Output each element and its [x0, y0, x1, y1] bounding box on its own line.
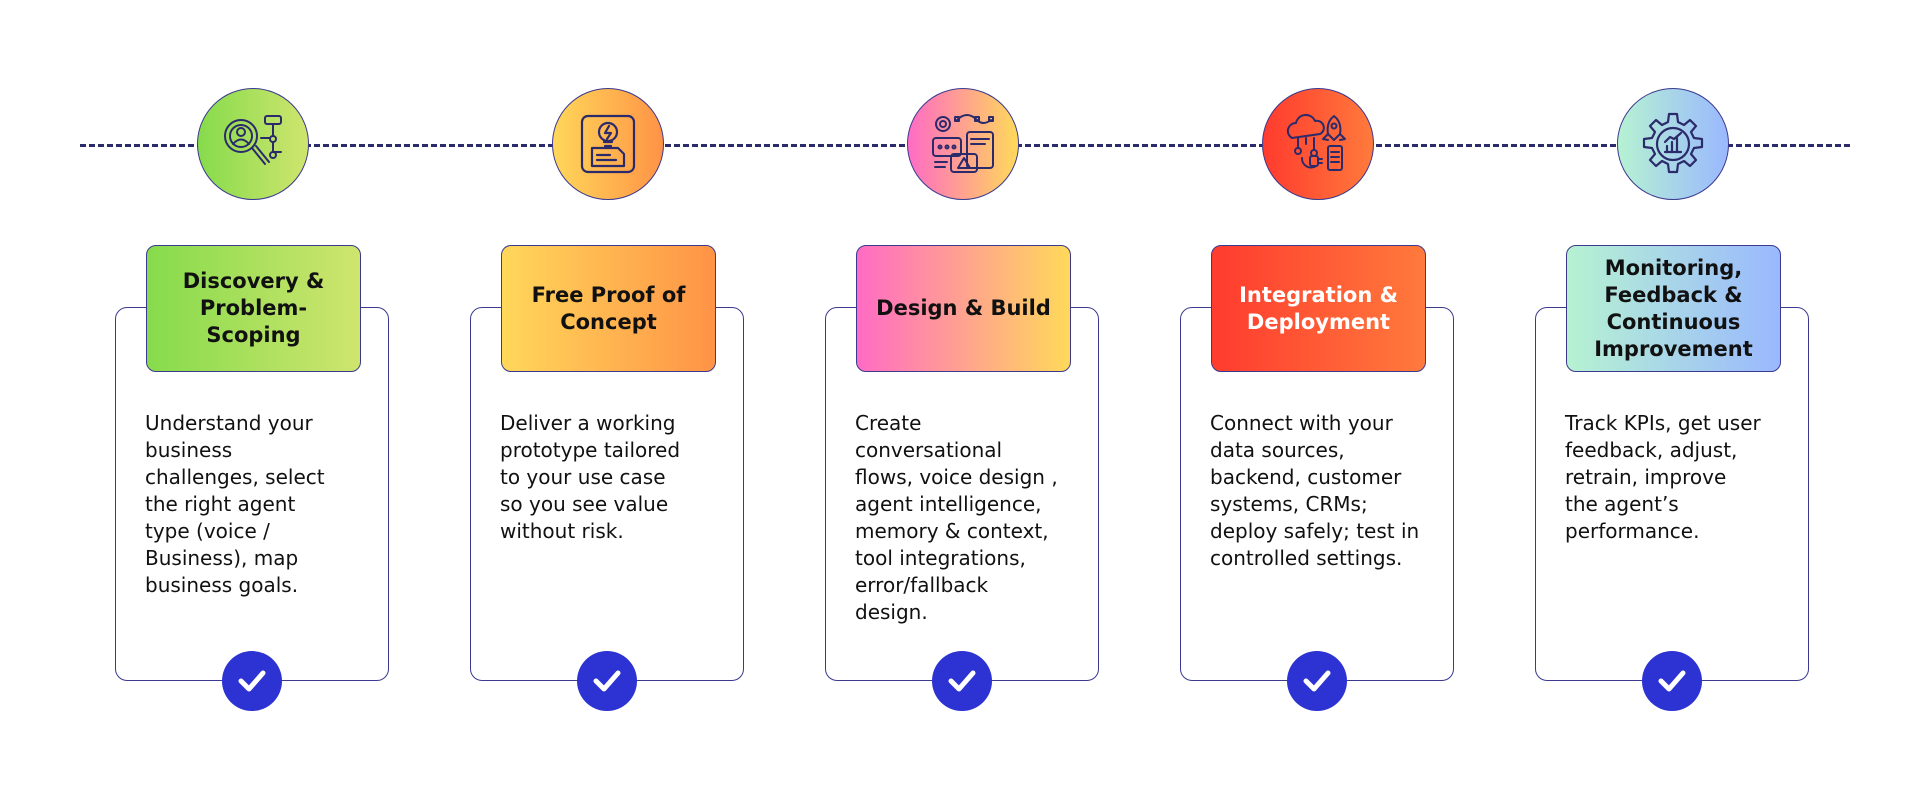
step-icon-circle: [1262, 88, 1374, 200]
step-integration: Integration & Deployment Connect with yo…: [1180, 0, 1460, 800]
cloud-rocket-plug-icon: [1286, 113, 1346, 171]
design-tools-chat-icon: [932, 114, 994, 173]
step-title-box: Design & Build: [856, 245, 1071, 372]
step-description: Track KPIs, get user feedback, adjust, r…: [1565, 411, 1761, 543]
step-proof-of-concept: Free Proof of Concept Deliver a working …: [470, 0, 750, 800]
step-title: Design & Build: [876, 296, 1051, 320]
checkmark-icon: [577, 651, 637, 711]
step-icon-circle: [907, 88, 1019, 200]
step-title: Free Proof of Concept: [531, 282, 686, 334]
checkmark-icon: [1287, 651, 1347, 711]
lightbulb-document-icon: [580, 114, 636, 174]
step-description: Connect with your data sources, backend,…: [1210, 411, 1420, 570]
gear-chart-icon: [1642, 112, 1704, 174]
checkmark-icon: [932, 651, 992, 711]
step-monitoring: Monitoring, Feedback & Continuous Improv…: [1535, 0, 1815, 800]
step-icon-circle: [197, 88, 309, 200]
step-title: Monitoring, Feedback & Continuous Improv…: [1594, 255, 1753, 361]
step-description: Create conversational flows, voice desig…: [855, 411, 1058, 624]
step-title: Discovery & Problem- Scoping: [182, 269, 325, 347]
step-description: Understand your business challenges, sel…: [145, 411, 325, 597]
step-icon-circle: [552, 88, 664, 200]
user-search-flowchart-icon: [224, 115, 282, 165]
step-description: Deliver a working prototype tailored to …: [500, 411, 681, 543]
step-design-build: Design & Build Create conversational flo…: [825, 0, 1105, 800]
step-title-box: Free Proof of Concept: [501, 245, 716, 372]
step-icon-circle: [1617, 88, 1729, 200]
step-discovery: Discovery & Problem- Scoping Understand …: [115, 0, 395, 800]
step-title: Integration & Deployment: [1239, 282, 1398, 334]
checkmark-icon: [1642, 651, 1702, 711]
step-title-box: Monitoring, Feedback & Continuous Improv…: [1566, 245, 1781, 372]
step-title-box: Discovery & Problem- Scoping: [146, 245, 361, 372]
step-title-box: Integration & Deployment: [1211, 245, 1426, 372]
checkmark-icon: [222, 651, 282, 711]
